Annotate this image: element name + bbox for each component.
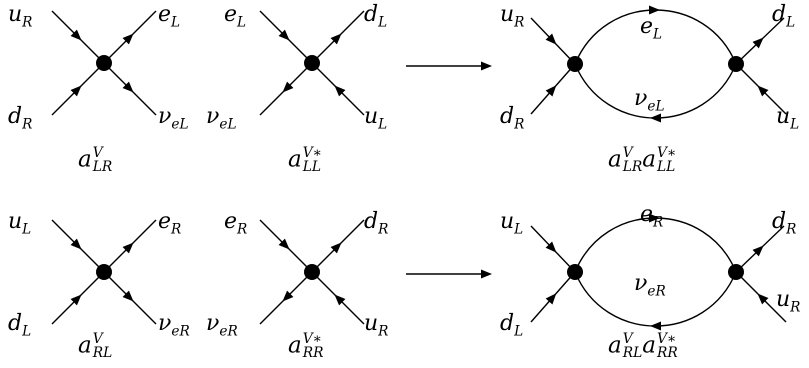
bot-left-label-br: νeR xyxy=(158,311,190,340)
bot-left-vertex xyxy=(96,264,112,280)
top-loop-label-tl: uR xyxy=(500,2,525,31)
bot-left-label-tr: eR xyxy=(158,209,182,238)
top-loop-upper-arrowhead xyxy=(649,5,660,15)
bot-loop-label-upper: eR xyxy=(640,202,664,231)
top-left-label-br: νeL xyxy=(158,104,189,133)
bot-mid-leg-bl-arrowhead xyxy=(282,290,294,302)
top-loop-leg-tr-arrowhead xyxy=(752,37,764,49)
top-loop-label-upper: eL xyxy=(640,14,663,43)
top-left-vertex xyxy=(96,55,112,71)
top-left-leg-bl-arrowhead xyxy=(70,85,82,97)
bot-left-leg-bl-arrowhead xyxy=(70,294,82,306)
top-left-leg-tl-arrowhead xyxy=(70,29,82,41)
bot-mid-vertex xyxy=(304,264,320,280)
top-loop-label-bl: dR xyxy=(500,104,525,133)
top-left-label-tr: eL xyxy=(158,2,181,31)
top-left-leg-tr-arrowhead xyxy=(122,33,134,45)
bot-loop-lower-arrowhead xyxy=(650,321,661,331)
top-mid-leg-tl-arrowhead xyxy=(278,29,290,41)
top-loop-label-lower: νeL xyxy=(634,86,665,115)
bot-loop-label-br: uR xyxy=(776,287,801,316)
bot-left-label-tl: uL xyxy=(8,209,32,238)
top-mid-leg-bl-arrowhead xyxy=(282,81,294,93)
bot-transition-arrow-head xyxy=(481,269,492,279)
top-mid-leg-br-arrowhead xyxy=(334,85,346,97)
top-loop-lower-arrowhead xyxy=(650,113,661,123)
bot-left-leg-tl-arrowhead xyxy=(70,238,82,250)
bot-mid-label-tr: dR xyxy=(364,209,389,238)
top-transition-arrow-head xyxy=(481,61,492,71)
bot-loop-leg-tl-arrowhead xyxy=(545,241,557,253)
top-mid-vertex xyxy=(304,55,320,71)
bot-left-leg-br-arrowhead xyxy=(122,290,134,302)
top-loop-vertex-right xyxy=(728,56,744,72)
bot-mid-leg-tl-arrowhead xyxy=(278,238,290,250)
bot-loop-vertex-left xyxy=(567,264,583,280)
top-mid-label-tr: dL xyxy=(364,2,388,31)
bot-loop-label-lower: νeR xyxy=(634,271,666,300)
top-loop-leg-br-arrowhead xyxy=(757,85,769,97)
bot-loop-label-bl: dL xyxy=(500,311,524,340)
top-left-leg-br-arrowhead xyxy=(122,81,134,93)
bot-mid-leg-br-arrowhead xyxy=(334,294,346,306)
top-loop-leg-bl-arrowhead xyxy=(545,85,557,97)
top-left-label-tl: uR xyxy=(8,2,33,31)
bot-loop-label-tl: uL xyxy=(500,209,524,238)
bot-loop-vertex-right xyxy=(728,264,744,280)
top-loop-label-br: uL xyxy=(776,104,800,133)
bot-left-label-bl: dL xyxy=(8,311,32,340)
bot-loop-leg-bl-arrowhead xyxy=(545,293,557,305)
bot-mid-label-br: uR xyxy=(364,311,389,340)
bot-loop-label-tr: dR xyxy=(772,209,797,238)
bot-loop-leg-tr-arrowhead xyxy=(752,245,764,257)
top-mid-leg-tr-arrowhead xyxy=(330,33,342,45)
bot-mid-leg-tr-arrowhead xyxy=(330,242,342,254)
top-left-label-bl: dR xyxy=(8,104,33,133)
top-loop-vertex-left xyxy=(567,56,583,72)
bot-left-leg-tr-arrowhead xyxy=(122,242,134,254)
top-mid-label-bl: νeL xyxy=(206,104,237,133)
bot-mid-label-bl: νeR xyxy=(206,311,238,340)
bot-loop-leg-br-arrowhead xyxy=(757,293,769,305)
top-mid-label-tl: eL xyxy=(224,2,247,31)
bot-loop-upper-arrowhead xyxy=(649,213,660,223)
top-loop-label-tr: dL xyxy=(772,2,796,31)
bot-mid-label-tl: eR xyxy=(224,209,248,238)
top-mid-label-br: uL xyxy=(364,104,388,133)
top-loop-leg-tl-arrowhead xyxy=(545,33,557,45)
